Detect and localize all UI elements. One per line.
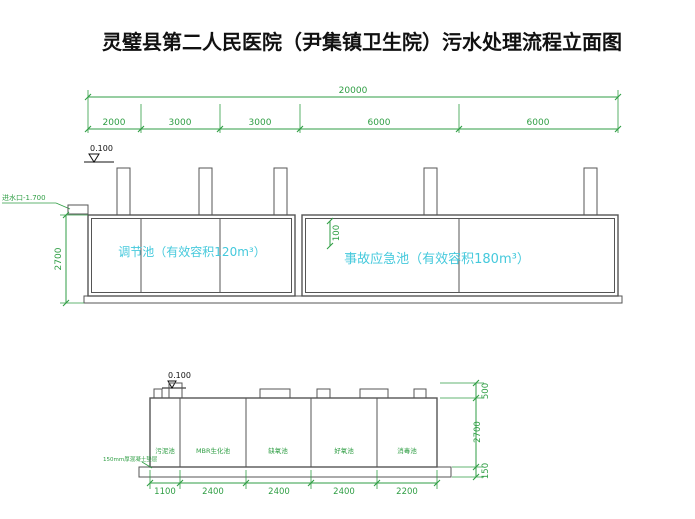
- dim-height-2700: 2700: [54, 247, 64, 270]
- upper-base-slab: [83, 295, 623, 304]
- dim-height-500: 500: [481, 383, 491, 399]
- compartment-label-2: MBR生化池: [196, 446, 231, 455]
- base-note: 150mm厚混凝土垫层: [103, 455, 158, 469]
- page-title: 灵璧县第二人民医院（尹集镇卫生院）污水处理流程立面图: [102, 30, 622, 54]
- lower-elevation-marker: 0.100: [162, 371, 191, 390]
- dim-segment-5: 6000: [527, 118, 550, 128]
- tank-stub: [273, 167, 288, 216]
- upper-elevation-marker: 0.100: [84, 144, 114, 163]
- dim-width-1: 1100: [154, 487, 176, 497]
- lower-tank-stubs: [153, 382, 427, 399]
- dim-width-3: 2400: [268, 487, 290, 497]
- compartment-label-3: 缺氧池: [268, 446, 288, 455]
- lower-tank-outline: [149, 397, 438, 468]
- dim-height-150: 150: [481, 463, 491, 479]
- elevation-triangle-icon: [88, 153, 100, 163]
- dim-segment-4: 6000: [368, 118, 391, 128]
- dim-segment-1: 2000: [103, 118, 126, 128]
- tank-stub: [116, 167, 131, 216]
- emergency-tank-inner: [305, 218, 615, 293]
- base-note-label: 150mm厚混凝土垫层: [103, 455, 158, 463]
- upper-overall-dimension: 20000: [84, 86, 622, 101]
- compartment-label-1: 污泥池: [155, 446, 175, 455]
- lower-width-dimensions: 1100 2400 2400 2400 2200: [146, 470, 441, 497]
- dim-width-5: 2200: [396, 487, 418, 497]
- tank-stub: [423, 167, 438, 216]
- tank-stub: [316, 388, 331, 399]
- upper-elevation-label: 0.100: [90, 144, 113, 153]
- tank-stub: [198, 167, 213, 216]
- compartment-label-5: 消毒池: [397, 446, 417, 455]
- gap-dimension: 100: [326, 217, 342, 250]
- tank-stub: [153, 388, 163, 399]
- lower-base-slab: [138, 466, 452, 478]
- dim-gap-100: 100: [332, 225, 342, 241]
- upper-tanks: [83, 167, 623, 304]
- tank-stub: [359, 388, 389, 399]
- regulating-tank-inner: [91, 218, 292, 293]
- compartment-labels: 污泥池 MBR生化池 缺氧池 好氧池 消毒池: [155, 446, 417, 455]
- dim-segment-3: 3000: [249, 118, 272, 128]
- lower-elevation-view: 0.100 污泥池 MBR生化池 缺氧池 好氧池: [103, 371, 491, 497]
- tank-stub: [583, 167, 598, 216]
- dim-segment-2: 3000: [169, 118, 192, 128]
- dim-height-2700: 2700: [473, 421, 483, 443]
- dim-width-4: 2400: [333, 487, 355, 497]
- inlet-label: 进水口-1.700: [2, 193, 46, 202]
- lower-elevation-label: 0.100: [168, 371, 191, 380]
- inlet-pipe: [67, 204, 89, 215]
- lower-tank: [138, 397, 452, 478]
- compartment-label-4: 好氧池: [334, 446, 354, 455]
- upper-elevation-view: 20000 2000 3000 3000 6000 6000 0.100 进水口…: [2, 86, 623, 307]
- emergency-tank-label: 事故应急池（有效容积180m³）: [344, 251, 530, 267]
- inlet-annotation: 进水口-1.700: [2, 193, 89, 215]
- dim-overall: 20000: [339, 86, 368, 96]
- elevation-triangle-icon: [167, 380, 177, 390]
- lower-height-dimensions: 500 2700 150: [440, 379, 491, 481]
- upper-segment-dimension: 2000 3000 3000 6000 6000: [84, 118, 622, 133]
- upper-height-dimension: 2700: [54, 211, 88, 307]
- regulating-tank-label: 调节池（有效容积120m³）: [118, 244, 265, 259]
- dim-width-2: 2400: [202, 487, 224, 497]
- tank-stub: [259, 388, 291, 399]
- tank-stub: [413, 388, 427, 399]
